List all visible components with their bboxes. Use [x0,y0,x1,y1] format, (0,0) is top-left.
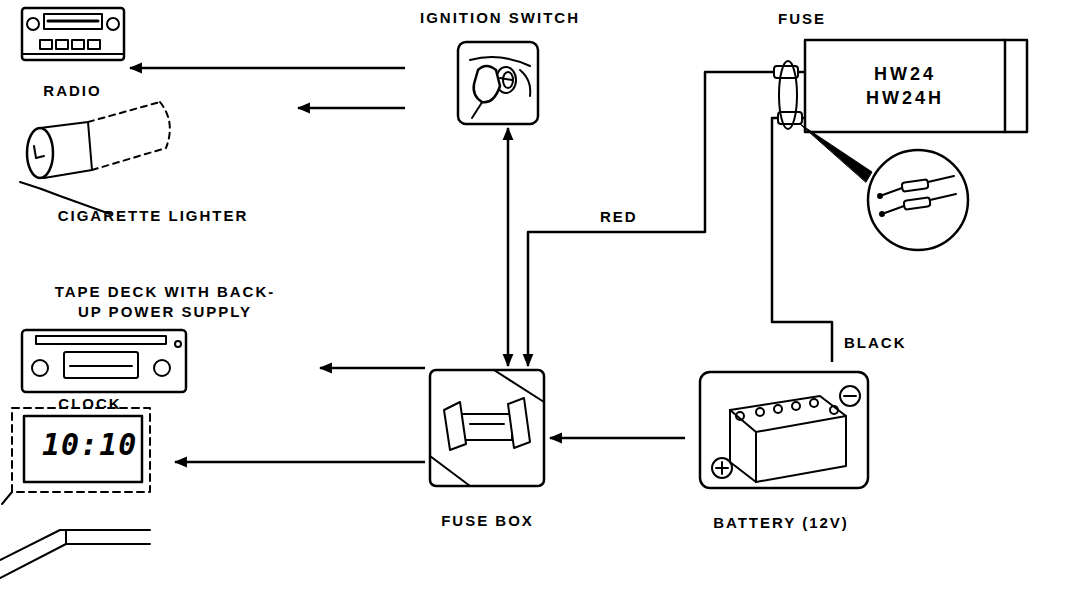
cigarette-lighter-drawing [20,102,170,214]
clock: CLOCK [5,392,175,614]
radio-drawing [22,8,124,60]
clock-drawing [0,408,150,578]
wire [175,461,425,464]
wire [507,128,510,366]
fuse-label: FUSE [776,10,828,27]
clock-display: 10:10 [40,427,139,462]
wire-label: BLACK [842,334,909,351]
node-label: TAPE DECK WITH BACK-UP POWER SUPPLY [45,282,285,321]
node-label: HW24 HW24H [855,62,955,111]
node-label: BATTERY (12V) [713,513,849,533]
unit-housing [805,40,1027,132]
wire [298,107,405,110]
wire [772,118,832,362]
ignition-switch-drawing [458,42,538,124]
ignition-switch: IGNITION SWITCH [405,6,595,128]
node-label: IGNITION SWITCH [420,8,580,28]
hw24-unit: HW24 HW24H [805,40,1027,132]
wire [550,437,685,440]
wire [320,367,425,370]
battery: BATTERY (12V) [685,362,877,534]
cigarette-lighter: CIGARETTE LIGHTER [8,95,298,227]
wire [528,72,805,366]
node-label: CIGARETTE LIGHTER [58,206,249,226]
fuse-box-drawing [430,370,544,486]
node-label: CLOCK [58,394,121,414]
tape-deck: TAPE DECK WITH BACK-UP POWER SUPPLY [10,280,320,398]
fuse-box: FUSE BOX [425,366,550,532]
radio: RADIO [15,2,130,102]
node-label: FUSE BOX [441,511,534,531]
cable-loop [779,61,797,129]
battery-drawing [700,372,868,488]
wire [130,67,405,70]
tape-deck-drawing [22,330,186,392]
wire-label: RED [598,208,640,225]
node-label: RADIO [43,81,101,101]
fuse-holder-inset [800,124,968,250]
